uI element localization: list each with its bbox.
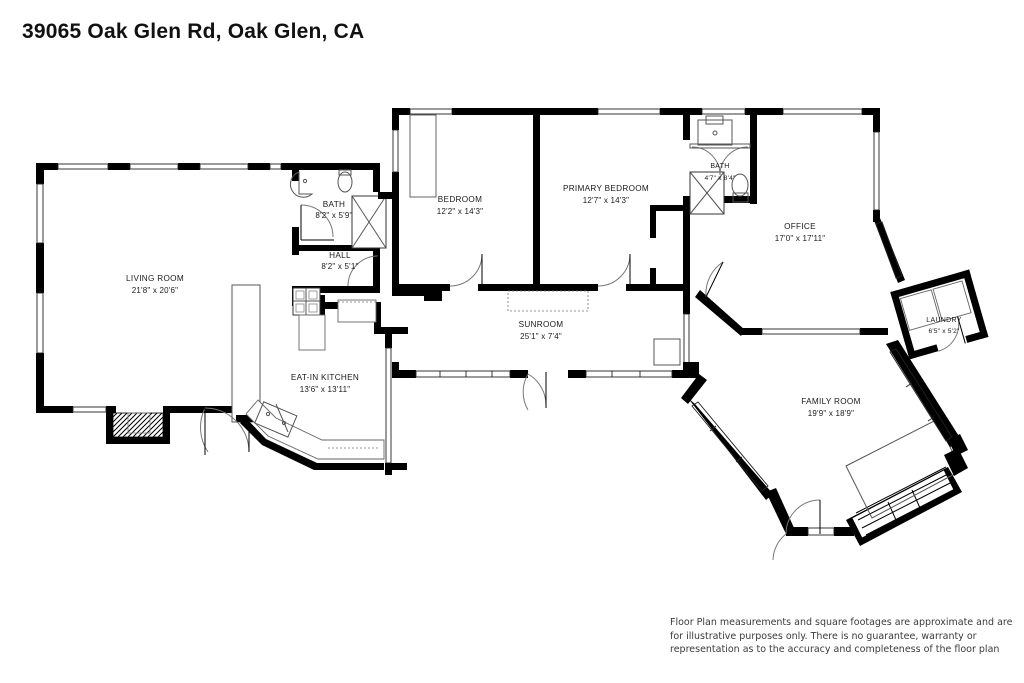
primary-shower	[689, 171, 725, 215]
family-room-walls	[681, 340, 968, 561]
room-dim-bath-primary: 4'7" x 8'4"	[704, 175, 735, 182]
room-dim-laundry: 6'5" x 5'2"	[928, 328, 959, 335]
disclaimer-text: Floor Plan measurements and square foota…	[670, 617, 1013, 655]
shower-stall	[351, 195, 387, 249]
room-label-sunroom: SUNROOM	[519, 320, 564, 329]
room-label-living-room: LIVING ROOM	[126, 274, 184, 283]
page-title: 39065 Oak Glen Rd, Oak Glen, CA	[22, 20, 365, 43]
room-label-bedroom: BEDROOM	[438, 195, 482, 204]
sunroom-walls	[392, 284, 692, 411]
family-room-fireplace	[845, 419, 963, 546]
eat-in-kitchen	[240, 287, 442, 475]
room-label-eat-in-kitchen: EAT-IN KITCHEN	[291, 373, 359, 382]
room-dim-bedroom: 12'2" x 14'3"	[437, 207, 483, 216]
primary-bath-toilet	[731, 173, 749, 203]
bath-sink	[289, 171, 314, 198]
room-label-hall: HALL	[329, 251, 351, 260]
bedroom-walls	[378, 108, 540, 291]
room-dim-sunroom: 25'1" x 7'4"	[520, 332, 562, 341]
kitchen-sink	[254, 401, 298, 438]
room-dim-primary-bedroom: 12'7" x 14'3"	[583, 196, 629, 205]
living-kitchen-partition	[231, 284, 261, 423]
bath-primary-room	[683, 108, 757, 215]
room-dim-eat-in-kitchen: 13'6" x 13'11"	[300, 385, 351, 394]
room-label-office: OFFICE	[784, 222, 816, 231]
room-label-primary-bedroom: PRIMARY BEDROOM	[563, 184, 649, 193]
living-room-top-windows	[57, 163, 282, 170]
room-dim-living-room: 21'8" x 20'6"	[132, 286, 178, 295]
room-label-bath-hall: BATH	[323, 200, 345, 209]
hall-room	[292, 251, 380, 293]
laundry-room	[890, 269, 989, 360]
office-walls	[695, 108, 905, 336]
bath-toilet	[337, 169, 353, 193]
living-room-fireplace	[112, 412, 164, 438]
room-label-bath-primary: BATH	[710, 163, 729, 170]
room-label-family-room: FAMILY ROOM	[801, 397, 860, 406]
living-room-walls	[36, 163, 299, 444]
room-dim-hall: 8'2" x 5'1"	[321, 262, 358, 271]
room-dim-bath-hall: 8'2" x 5'9"	[315, 211, 352, 220]
kitchen-range	[292, 287, 321, 316]
living-room-left-windows	[36, 183, 44, 354]
primary-bath-vanity	[697, 115, 733, 146]
bath-hall-room	[289, 163, 387, 251]
room-dim-family-room: 19'9" x 18'9"	[808, 409, 854, 418]
room-dim-office: 17'0" x 17'11"	[775, 234, 826, 243]
room-label-laundry: LAUNDRY	[926, 317, 961, 324]
